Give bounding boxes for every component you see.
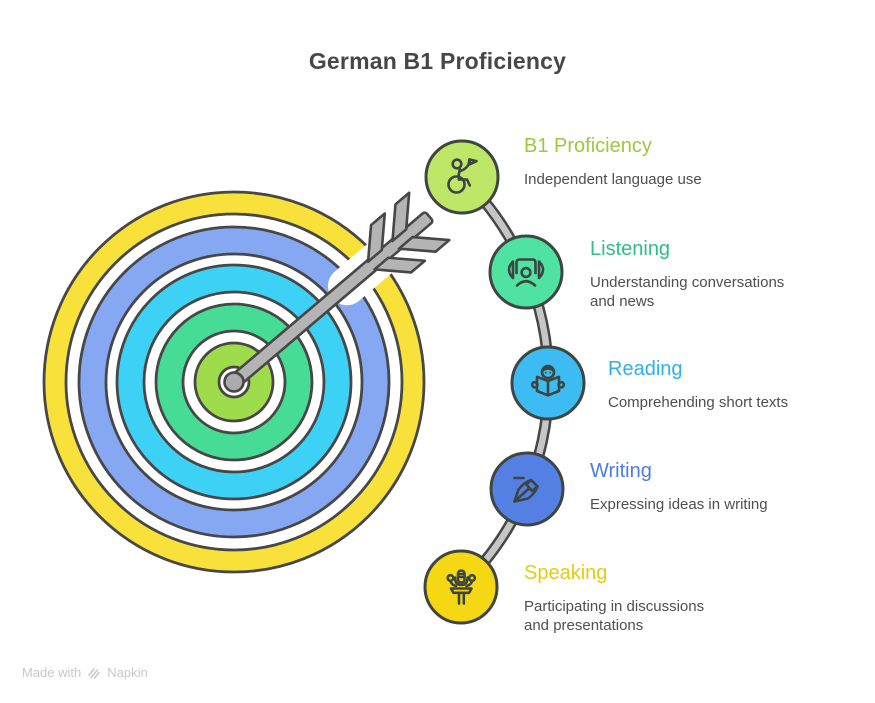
milestone-item-listening: Listening Understanding conversations an…: [590, 237, 875, 311]
milestone-description: Participating in discussions and present…: [524, 598, 705, 634]
microphone-podium-icon: [446, 569, 477, 605]
reading-book-icon: [530, 364, 566, 397]
milestone-label: B1 Proficiency: [524, 135, 652, 157]
milestone-node-b1-proficiency: [424, 139, 500, 215]
milestone-label: Listening: [590, 238, 671, 260]
milestone-label: Writing: [590, 460, 652, 482]
milestone-circle: [423, 549, 499, 625]
watermark-prefix: Made with: [22, 665, 82, 680]
milestone-node-writing: [489, 451, 565, 527]
arrow-feather-upper-1: [366, 212, 387, 264]
milestone-circle: [424, 139, 500, 215]
listener-icon: [507, 258, 545, 287]
watermark-brand: Napkin: [107, 665, 148, 680]
milestone-description: Expressing ideas in writing: [590, 496, 768, 513]
milestone-label: Speaking: [524, 562, 608, 584]
milestone-label: Reading: [608, 358, 683, 380]
arrow-feather-lower-1: [373, 256, 427, 274]
page-title: German B1 Proficiency: [308, 48, 567, 74]
napkin-logo-icon: [88, 667, 101, 679]
milestone-item-speaking: Speaking Participating in discussions an…: [524, 561, 814, 635]
pen-nib-icon: [513, 476, 539, 503]
milestone-node-speaking: [423, 549, 499, 625]
milestone-circle: [488, 234, 564, 310]
milestone-item-reading: Reading Comprehending short texts: [608, 357, 875, 412]
milestone-description: Understanding conversations and news: [590, 274, 785, 310]
milestone-description: Comprehending short texts: [608, 394, 789, 411]
milestone-item-writing: Writing Expressing ideas in writing: [590, 459, 875, 514]
arrow-feather-upper-2: [391, 191, 411, 243]
arrow-feather-lower-2: [397, 235, 451, 254]
milestone-item-b1-proficiency: B1 Proficiency Independent language use: [524, 134, 814, 189]
watermark: Made with Napkin: [22, 665, 148, 680]
arrow-impact-dot: [223, 371, 245, 393]
arrow-graphic: [223, 174, 476, 393]
milestone-description: Independent language use: [524, 171, 702, 188]
milestone-node-listening: [488, 234, 564, 310]
wheelchair-flag-icon: [447, 158, 478, 194]
milestone-node-reading: [510, 345, 586, 421]
